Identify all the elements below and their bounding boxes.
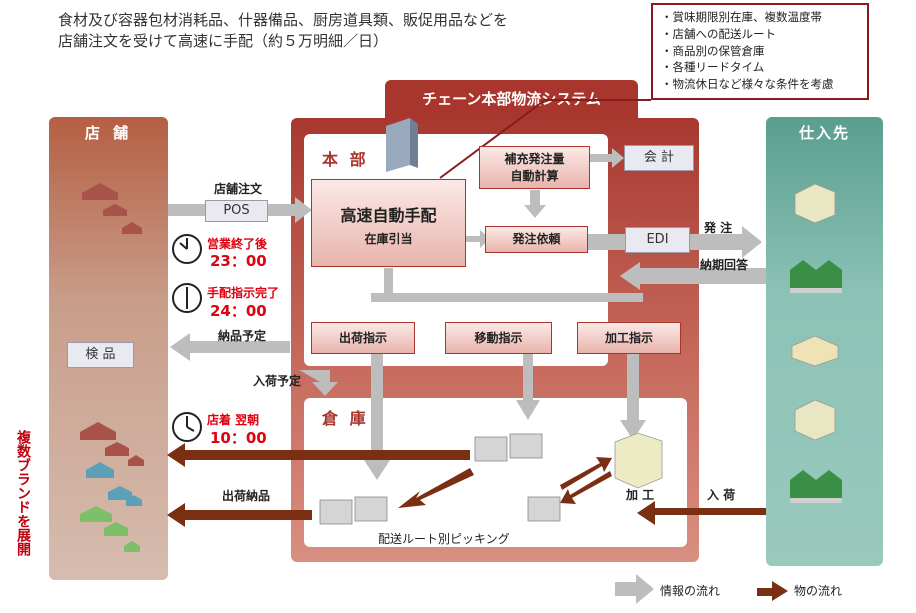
shipping-delivery-label: 出荷納品 — [222, 489, 271, 503]
inspection-box: 検 品 — [67, 342, 134, 368]
shipping-instruction-box: 出荷指示 — [311, 322, 415, 354]
callout-item: ・商品別の保管倉庫 — [661, 43, 765, 58]
callout-item: ・賞味期限別在庫、複数温度帯 — [661, 10, 822, 24]
callout-item: ・各種リードタイム — [661, 60, 765, 75]
time-1-value: 23：00 — [210, 252, 267, 270]
store-house-icons — [80, 183, 144, 552]
processing-instruction-box: 加工指示 — [577, 322, 681, 354]
replenish-line-2: 自動計算 — [510, 169, 559, 183]
warehouse-icons — [319, 433, 561, 525]
legend-goods-flow: 物の流れ — [794, 584, 843, 598]
picking-label: 配送ルート別ピッキング — [378, 532, 510, 546]
legend-info-flow: 情報の流れ — [660, 584, 721, 598]
replenish-line-1: 補充発注量 — [504, 152, 565, 166]
processing-label: 加 工 — [626, 488, 655, 502]
time-3-value: 10：00 — [210, 429, 267, 447]
multi-brand-label: 複数ブランドを展開 — [15, 430, 31, 556]
arrival-label: 入 荷 — [707, 488, 736, 502]
replenish-calc-box: 補充発注量 自動計算 — [479, 146, 590, 189]
hq-building-icon — [386, 118, 418, 172]
hq-system-title: チェーン本部物流システム — [385, 80, 638, 120]
time-1-label: 営業終了後 — [207, 237, 268, 251]
edi-box: EDI — [625, 227, 690, 253]
goods-flow-arrows — [167, 443, 788, 601]
time-2-label: 手配指示完了 — [207, 286, 280, 300]
order-out-label: 発 注 — [704, 221, 733, 235]
delivery-reply-label: 納期回答 — [700, 258, 749, 272]
processing-building-icon — [614, 432, 663, 489]
supplier-title: 仕入先 — [798, 124, 850, 142]
supplier-building-icons — [790, 183, 842, 503]
auto-arrange-box: 高速自動手配 在庫引当 — [311, 179, 466, 267]
header-description: 食材及び容器包材消耗品、什器備品、厨房道具類、販促用品などを 店舗注文を受けて高… — [58, 10, 508, 52]
callout-item: ・物流休日など様々な条件を考慮 — [661, 77, 834, 92]
header-line-2: 店舗注文を受けて高速に手配（約５万明細／日） — [58, 32, 389, 50]
time-3-label: 店着 翌朝 — [207, 413, 260, 427]
order-request-box: 発注依頼 — [485, 226, 588, 253]
header-line-1: 食材及び容器包材消耗品、什器備品、厨房道具類、販促用品などを — [58, 11, 509, 29]
transfer-instruction-box: 移動指示 — [445, 322, 552, 354]
warehouse-label: 倉 庫 — [322, 409, 369, 428]
callout-item: ・店舗への配送ルート — [661, 26, 776, 41]
accounting-box: 会 計 — [624, 145, 694, 171]
store-title: 店 舗 — [84, 124, 133, 142]
time-2-value: 24：00 — [210, 302, 267, 320]
delivery-schedule-label: 納品予定 — [218, 329, 267, 343]
auto-arrange-title: 高速自動手配 — [340, 206, 437, 225]
pos-box: POS — [205, 200, 268, 222]
arrival-schedule-label: 入荷予定 — [253, 374, 302, 388]
inventory-allocation: 在庫引当 — [364, 232, 413, 246]
store-order-label: 店舗注文 — [214, 182, 263, 196]
conditions-callout: ・賞味期限別在庫、複数温度帯 ・店舗への配送ルート ・商品別の保管倉庫 ・各種リ… — [651, 3, 869, 100]
honbu-label: 本 部 — [322, 150, 369, 169]
